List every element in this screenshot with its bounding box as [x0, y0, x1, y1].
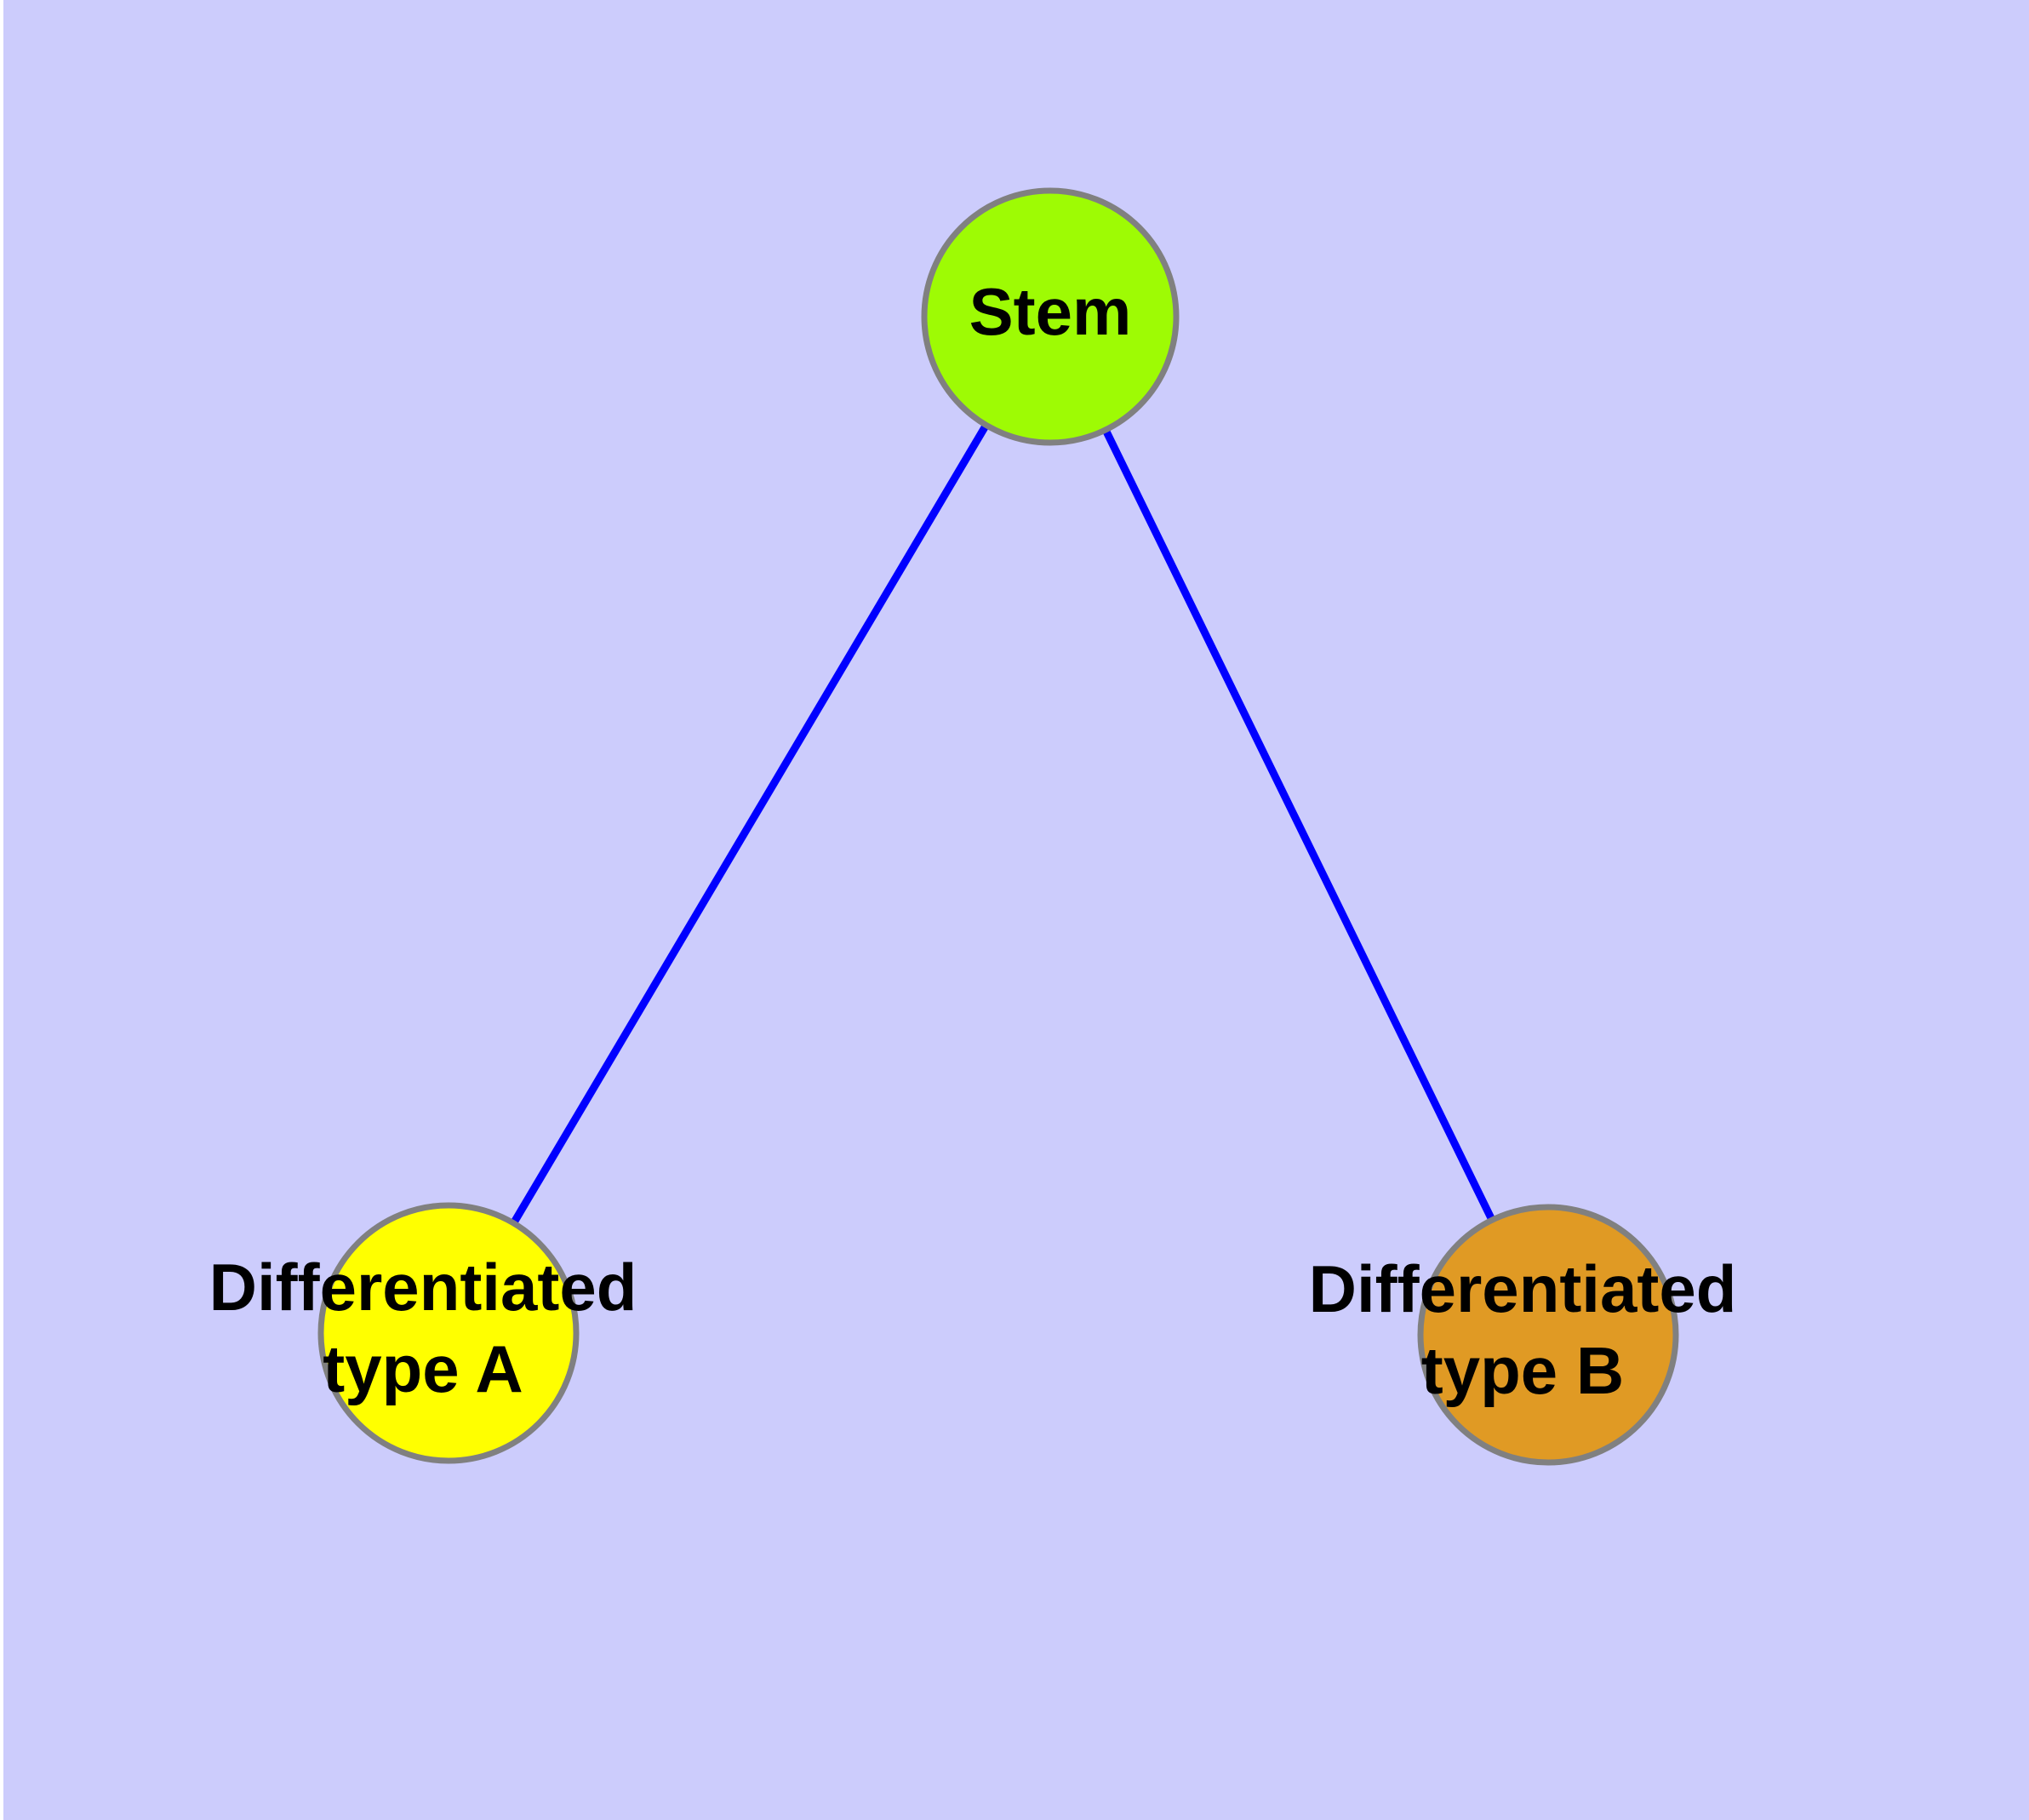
node-diff_a[interactable]: [317, 1202, 580, 1464]
node-diff_b[interactable]: [1417, 1204, 1679, 1466]
node-label-line: type A: [323, 1331, 523, 1406]
nodes-group: [317, 187, 1679, 1466]
node-label-line: type B: [1421, 1333, 1624, 1408]
node-label-line: Differentiated: [209, 1250, 637, 1325]
node-label-stem: Stem: [969, 274, 1132, 349]
edge-stem-to-diff-b[interactable]: [1102, 429, 1495, 1221]
node-stem[interactable]: [921, 187, 1180, 446]
edge-stem-to-diff-a[interactable]: [511, 424, 989, 1224]
node-label-line: Differentiated: [1309, 1251, 1737, 1326]
edges-group: [511, 424, 1495, 1224]
node-label-line: Stem: [969, 274, 1132, 349]
